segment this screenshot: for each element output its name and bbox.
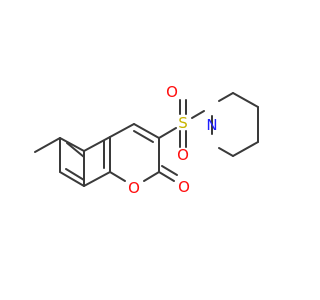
bond-benzene-5 [59,171,85,187]
bond-carbonyl-1 [158,171,175,182]
sulfonyl-oxygen-bottom-label: O [177,146,189,164]
piperidine-nitrogen-label: N [206,116,217,134]
bond-pyran-6 [109,171,126,182]
bond-skeleton [34,92,259,187]
molecule-structure-diagram: S O O O O N [34,83,259,197]
sulfur-atom-label: S [178,114,188,132]
bond-piperidine-2 [232,92,259,108]
bond-piperidine-1 [218,92,234,102]
bond-piperidine-5 [218,147,234,157]
bond-benzene-2 [83,136,111,152]
bond-methyl [34,137,61,153]
bond-benzene-inner-3 [65,168,85,181]
bond-benzene-4 [83,171,111,187]
atom-labels: S O O O O N [128,83,218,197]
bond-benzene-1 [59,137,85,152]
bond-pyran-3-double [133,130,154,143]
sulfonyl-oxygen-top-label: O [166,83,178,101]
bond-sulfur-nitrogen [191,110,205,119]
bond-pyran-3 [133,123,160,139]
carbonyl-oxygen-label: O [178,178,190,196]
ring-oxygen-label: O [128,179,140,197]
bond-piperidine-4 [232,141,259,157]
bond-carbonyl-2 [161,165,178,176]
bond-pyran-5 [143,171,160,182]
bond-benzene-inner-1 [66,142,85,158]
bond-c3-sulfur [158,127,177,139]
bond-pyran-2 [109,123,135,138]
